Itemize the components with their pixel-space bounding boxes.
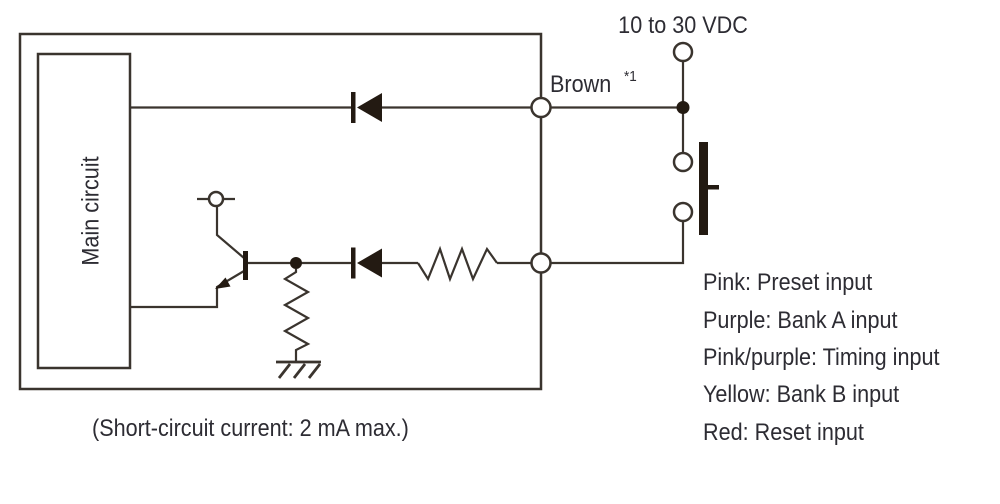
wires bbox=[130, 60, 685, 361]
input-legend-item-pink: Pink: Preset input bbox=[703, 268, 873, 295]
transistor-symbol bbox=[215, 251, 248, 289]
input-legend-item-pink-purple: Pink/purple: Timing input bbox=[703, 343, 940, 370]
device-boundary-box bbox=[18, 32, 543, 391]
junction-dot-base bbox=[290, 257, 302, 269]
footnote-marker: *1 bbox=[624, 68, 637, 85]
main-circuit-box bbox=[36, 52, 132, 370]
input-legend-item-purple: Purple: Bank A input bbox=[703, 306, 898, 333]
input-legend: Pink: Preset input Purple: Bank A input … bbox=[703, 268, 940, 445]
emitter-lead bbox=[130, 270, 245, 309]
lower-io-terminal-circle bbox=[530, 252, 552, 274]
input-legend-item-red: Red: Reset input bbox=[703, 418, 864, 445]
power-terminal-circle bbox=[672, 41, 694, 63]
short-circuit-caption: (Short-circuit current: 2 mA max.) bbox=[92, 414, 409, 441]
push-switch-symbol bbox=[699, 142, 719, 235]
pulldown-resistor-symbol bbox=[282, 269, 311, 361]
switch-contact-bottom-circle bbox=[672, 201, 694, 223]
diode-symbol-bottom bbox=[351, 247, 382, 279]
junction-dot-power bbox=[676, 101, 690, 114]
switch-contact-top-circle bbox=[672, 151, 694, 173]
ground-symbol bbox=[276, 360, 322, 379]
filled-symbols bbox=[215, 92, 719, 289]
brown-wire-label: Brown bbox=[550, 70, 611, 97]
collector-lead bbox=[215, 206, 245, 259]
diode-symbol-top bbox=[351, 92, 382, 123]
collector-terminal-circle bbox=[207, 190, 225, 208]
upper-io-terminal-circle bbox=[530, 96, 552, 119]
input-legend-item-yellow: Yellow: Bank B input bbox=[703, 380, 900, 407]
series-resistor-symbol bbox=[417, 245, 498, 283]
main-circuit-label: Main circuit bbox=[76, 156, 103, 266]
switch-return-wire bbox=[551, 221, 685, 265]
power-label: 10 to 30 VDC bbox=[618, 11, 748, 38]
